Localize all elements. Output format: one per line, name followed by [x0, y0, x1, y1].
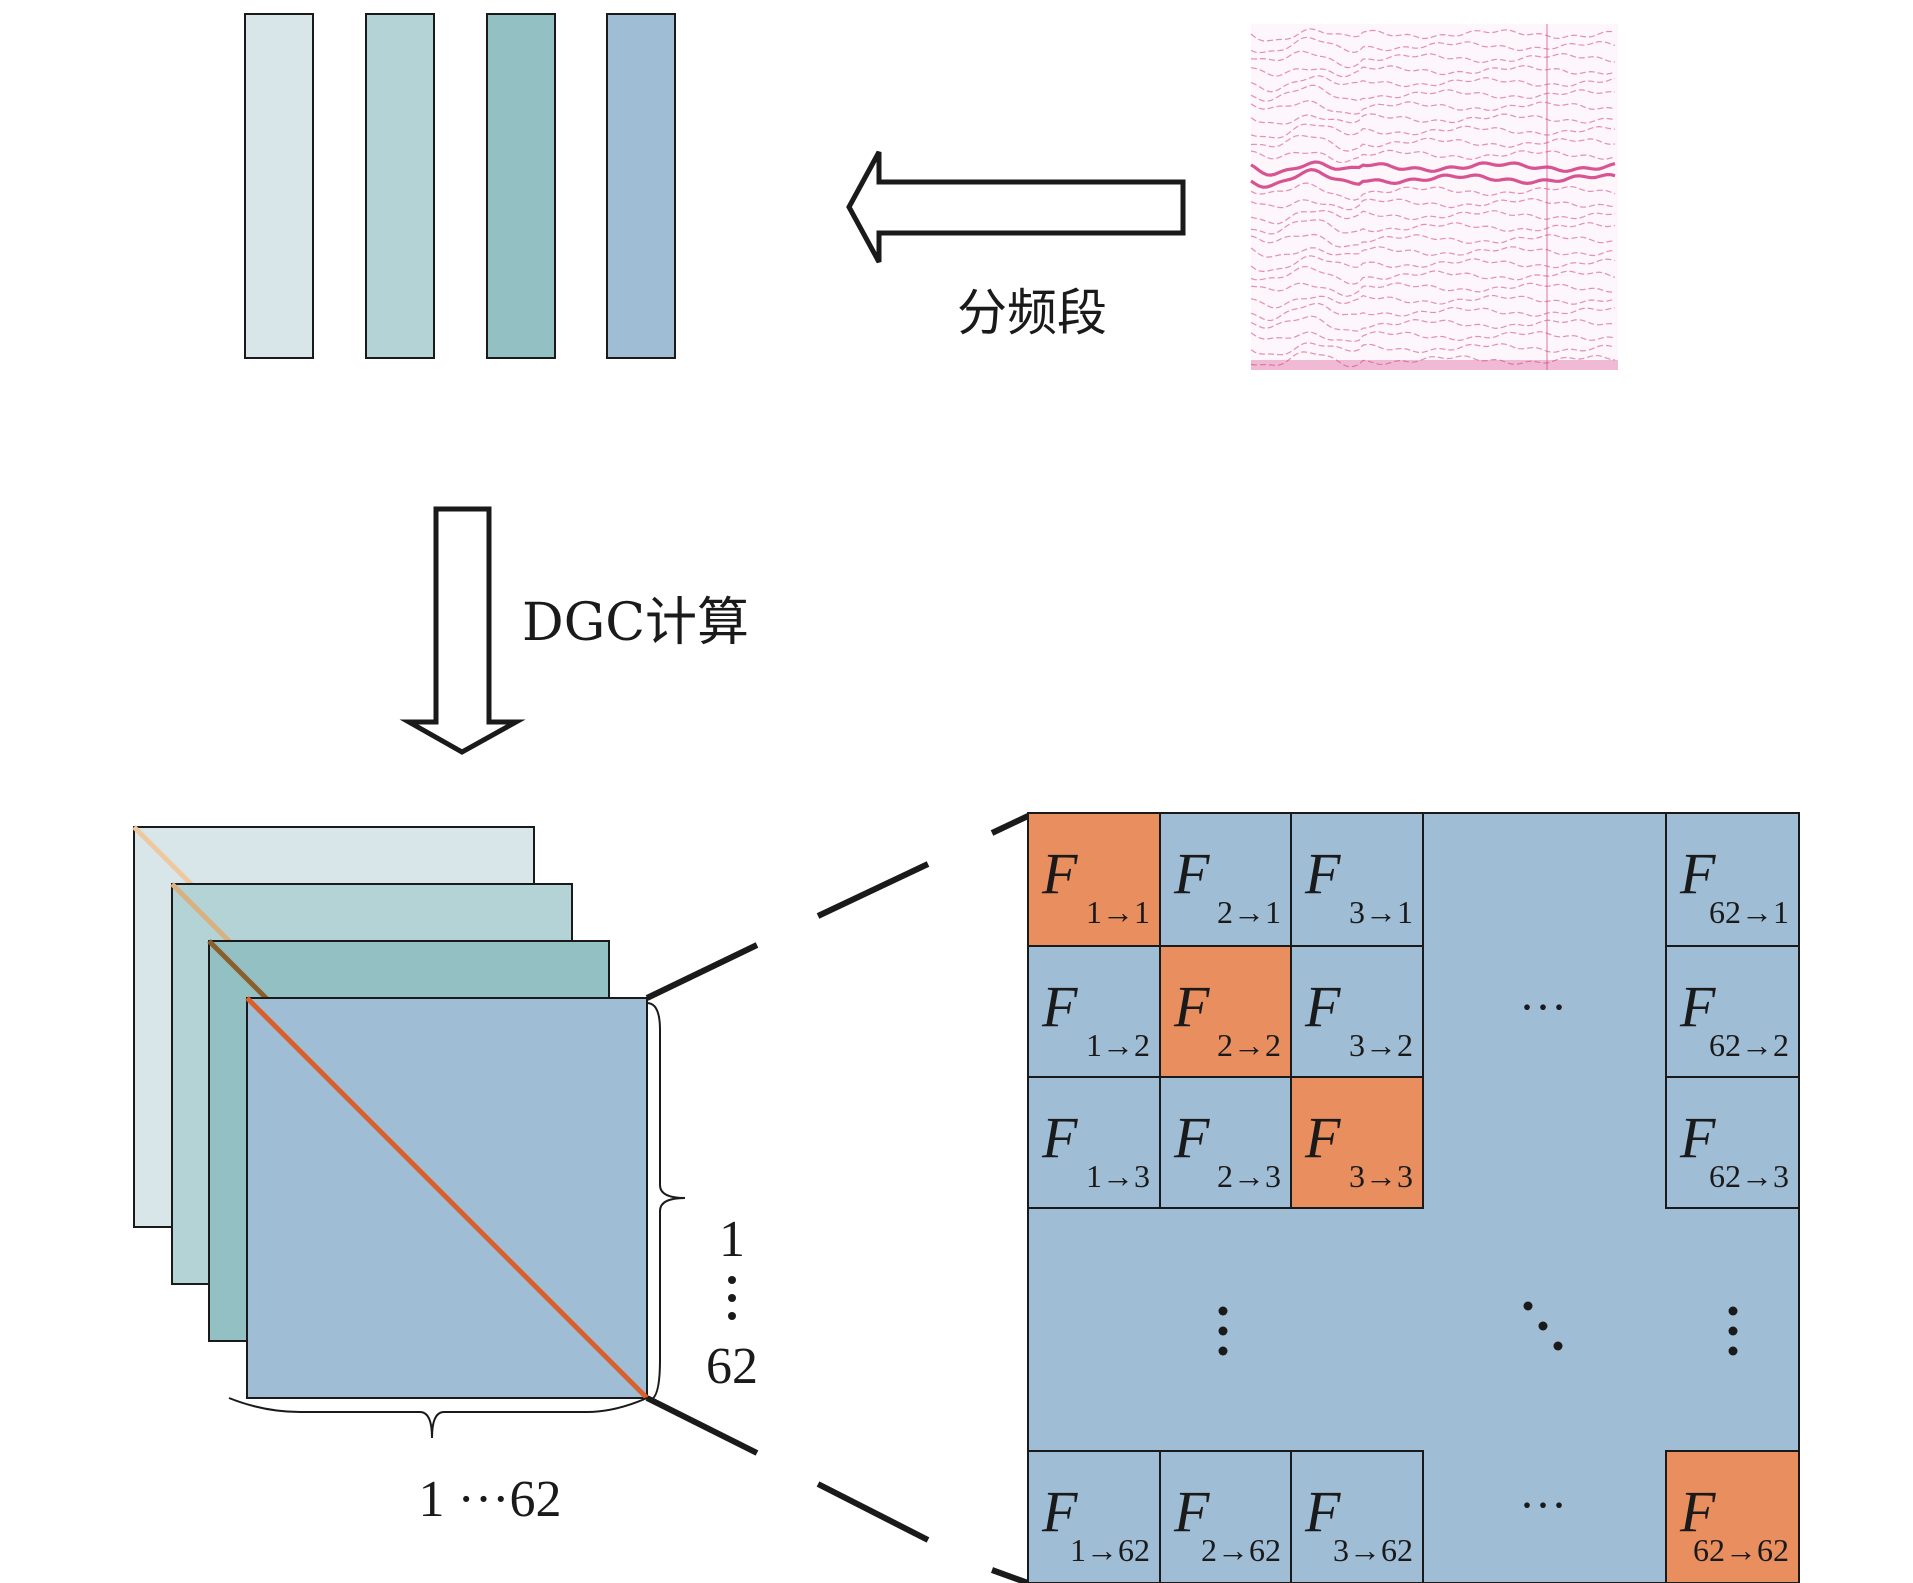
cell-subscript: 2→2: [1217, 1027, 1281, 1063]
cell-subscript: 1→1: [1086, 894, 1150, 930]
cell-subscript: 62→1: [1709, 894, 1789, 930]
cell-symbol: F: [1679, 974, 1716, 1039]
diagonal-ellipsis: [1523, 1301, 1563, 1351]
band-split-label: 分频段: [957, 284, 1107, 342]
cell-symbol: F: [1041, 841, 1078, 906]
cell-subscript: 62→2: [1709, 1027, 1789, 1063]
cell-subscript: 3→2: [1349, 1027, 1413, 1063]
cell-subscript: 62→3: [1709, 1158, 1789, 1194]
matrix-cell: F1→1: [1027, 812, 1161, 947]
cell-subscript: 2→3: [1217, 1158, 1281, 1194]
cell-symbol: F: [1679, 841, 1716, 906]
cell-symbol: F: [1041, 1479, 1078, 1544]
cell-symbol: F: [1173, 1479, 1210, 1544]
axis-y-bottom-label: 62: [706, 1338, 758, 1395]
matrix-cell: F2→1: [1159, 812, 1292, 947]
axis-y-top-label: 1: [719, 1211, 745, 1268]
cell-subscript: 3→62: [1333, 1532, 1413, 1568]
cell-subscript: 1→3: [1086, 1158, 1150, 1194]
band-bar-2: [365, 13, 435, 359]
matrix-cell: F62→62: [1665, 1450, 1800, 1583]
hollow-left-arrow-icon: [846, 150, 1186, 264]
matrix-cell: F62→3: [1665, 1076, 1800, 1209]
vertical-ellipsis-col-62: [1728, 1306, 1738, 1356]
matrix-stack: [132, 825, 649, 1400]
matrix-cell: F62→2: [1665, 945, 1800, 1078]
matrix-cell: F3→2: [1290, 945, 1424, 1078]
band-bar-1: [244, 13, 314, 359]
band-bar-3: [486, 13, 556, 359]
cell-subscript: 3→3: [1349, 1158, 1413, 1194]
matrix-cell: F1→3: [1027, 1076, 1161, 1209]
matrix-cell: F3→3: [1290, 1076, 1424, 1209]
matrix-cell: F2→3: [1159, 1076, 1292, 1209]
cell-symbol: F: [1304, 974, 1341, 1039]
cell-symbol: F: [1679, 1479, 1716, 1544]
cell-symbol: F: [1304, 1105, 1341, 1170]
cell-symbol: F: [1173, 1105, 1210, 1170]
cell-subscript: 3→1: [1349, 894, 1413, 930]
cell-subscript: 2→1: [1217, 894, 1281, 930]
cell-symbol: F: [1173, 974, 1210, 1039]
axis-x-label: 1 ···62: [419, 1471, 562, 1528]
frequency-bands: [244, 13, 676, 359]
eeg-waveform-image: [1250, 24, 1618, 370]
matrix-cells: F1→1F2→1F3→1F62→1F1→2F2→2F3→2F62→2F1→3F2…: [1027, 812, 1800, 1583]
right-brace: [646, 1002, 686, 1401]
matrix-cell: F2→62: [1159, 1450, 1292, 1583]
hollow-down-arrow-icon: [399, 506, 526, 755]
matrix-cell: F1→2: [1027, 945, 1161, 1078]
ellipsis-row-2: ···: [1519, 981, 1567, 1034]
vertical-ellipsis-col-2: [1218, 1306, 1228, 1356]
zoom-lines: [645, 813, 1030, 1583]
dgc-compute-label: DGC计算: [522, 593, 749, 653]
matrix-cell: F3→1: [1290, 812, 1424, 947]
band-bar-4: [606, 13, 676, 359]
cell-subscript: 2→62: [1201, 1532, 1281, 1568]
cell-symbol: F: [1173, 841, 1210, 906]
cell-symbol: F: [1304, 841, 1341, 906]
matrix-cell: F1→62: [1027, 1450, 1161, 1583]
cell-symbol: F: [1041, 974, 1078, 1039]
cell-symbol: F: [1304, 1479, 1341, 1544]
matrix-cell: F62→1: [1665, 812, 1800, 947]
cell-subscript: 1→2: [1086, 1027, 1150, 1063]
axis-y-dots: [728, 1276, 736, 1320]
matrix-cell: F2→2: [1159, 945, 1292, 1078]
diagonal-line: [245, 996, 649, 1400]
matrix-cell: F3→62: [1290, 1450, 1424, 1583]
cell-symbol: F: [1679, 1105, 1716, 1170]
cell-subscript: 1→62: [1070, 1532, 1150, 1568]
cell-symbol: F: [1041, 1105, 1078, 1170]
bottom-brace: [228, 1397, 648, 1439]
cell-subscript: 62→62: [1693, 1532, 1789, 1568]
ellipsis-row-62: ···: [1519, 1479, 1567, 1532]
